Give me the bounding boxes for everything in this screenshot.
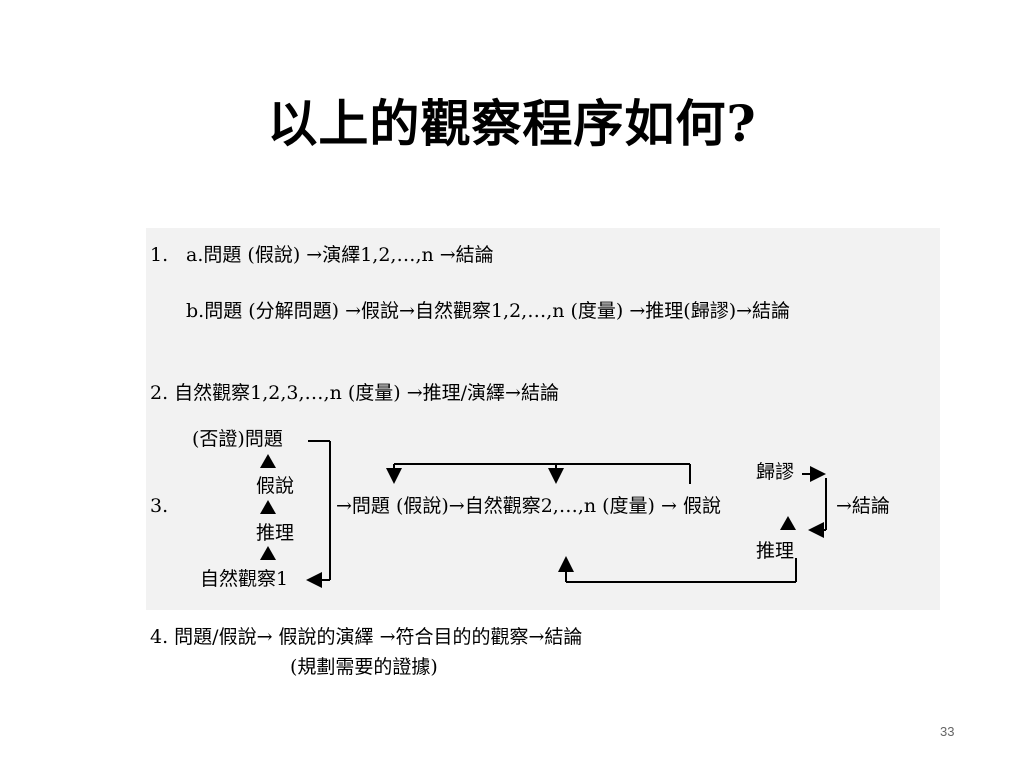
item3-stack-reasoning: 推理: [256, 522, 295, 544]
item1-number: 1.: [150, 244, 169, 266]
page-number: 33: [940, 724, 955, 739]
item2-text: 2. 自然觀察1,2,3,…,n (度量) →推理/演繹→結論: [150, 382, 559, 404]
item3-stack-hypothesis: 假說: [256, 475, 295, 497]
item3-main-flow: →問題 (假說)→自然觀察2,…,n (度量) → 假說: [336, 495, 721, 517]
diagram-connector-lines: [260, 440, 827, 588]
right-stack-arrows: [780, 466, 827, 538]
item1-b-text: b.問題 (分解問題) →假說→自然觀察1,2,…,n (度量) →推理(歸謬)…: [186, 300, 791, 322]
left-bracket-line: [306, 440, 331, 588]
item4-line2: (規劃需要的證據): [290, 656, 438, 678]
diagram-figure: 1. a.問題 (假說) →演繹1,2,…,n →結論 b.問題 (分解問題) …: [146, 228, 940, 610]
item4-line1: 4. 問題/假說→ 假說的演繹 →符合目的的觀察→結論: [150, 626, 583, 648]
top-feedback-line: [386, 463, 691, 484]
item3-stack-bottom: 自然觀察1: [200, 568, 289, 590]
item3-conclusion: →結論: [836, 495, 890, 517]
slide-title: 以上的觀察程序如何?: [267, 94, 757, 153]
item3-number: 3.: [150, 495, 169, 517]
item3-right-top: 歸謬: [756, 461, 795, 483]
item3-stack-top: (否證)問題: [192, 428, 283, 450]
bottom-feedback-line: [558, 556, 797, 583]
item3-right-bottom: 推理: [756, 540, 795, 562]
item1-a-text: a.問題 (假說) →演繹1,2,…,n →結論: [186, 244, 494, 266]
left-stack-up-arrows: [260, 454, 276, 560]
